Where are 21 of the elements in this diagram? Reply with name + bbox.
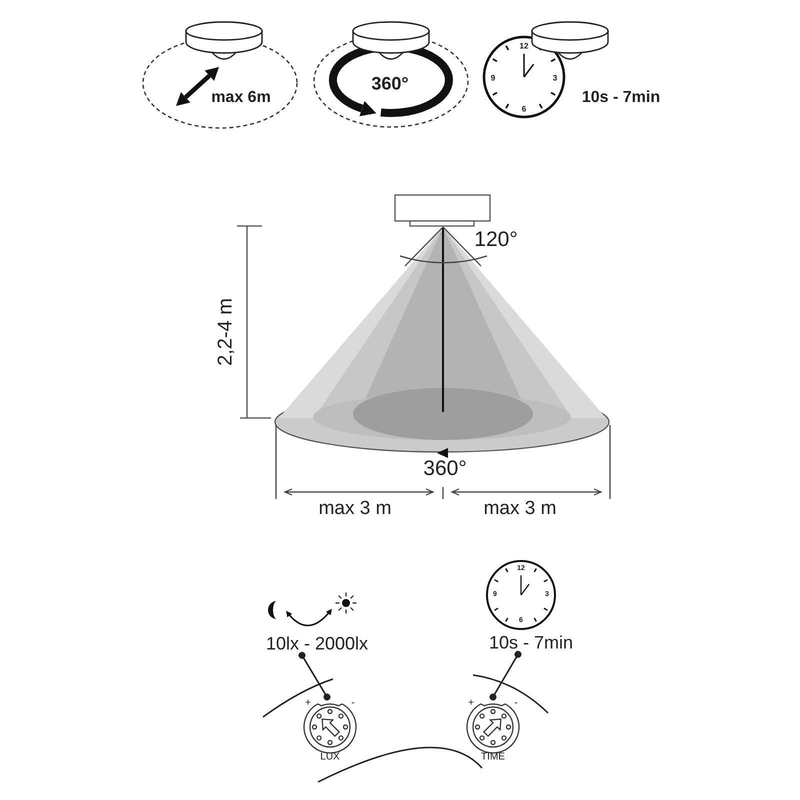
minus-sign: - [351, 697, 355, 709]
time-label: 10s - 7min [582, 88, 660, 108]
dial-label: LUX [320, 751, 340, 763]
setting-label: 10lx - 2000lx [266, 634, 368, 654]
leader-line [298, 652, 330, 700]
setting-label: 10s - 7min [488, 632, 574, 654]
height-label: 2,2-4 m [214, 298, 238, 366]
angle-label: 360° [371, 74, 409, 94]
clock-numeral: 3 [552, 73, 558, 83]
distance-label: max 3 m [484, 498, 556, 520]
leader-line [490, 650, 522, 700]
range-label: max 6m [211, 88, 271, 108]
plus-sign: + [305, 697, 311, 709]
dial-label: TIME [481, 751, 505, 763]
angle-label: 360° [423, 456, 467, 482]
distance-label: max 3 m [318, 498, 392, 520]
plus-sign: + [468, 697, 474, 709]
clock-numeral: 9 [490, 73, 496, 83]
clock-numeral: 6 [522, 104, 526, 114]
clock-numeral: 12 [520, 41, 528, 51]
minus-sign: - [514, 697, 518, 709]
